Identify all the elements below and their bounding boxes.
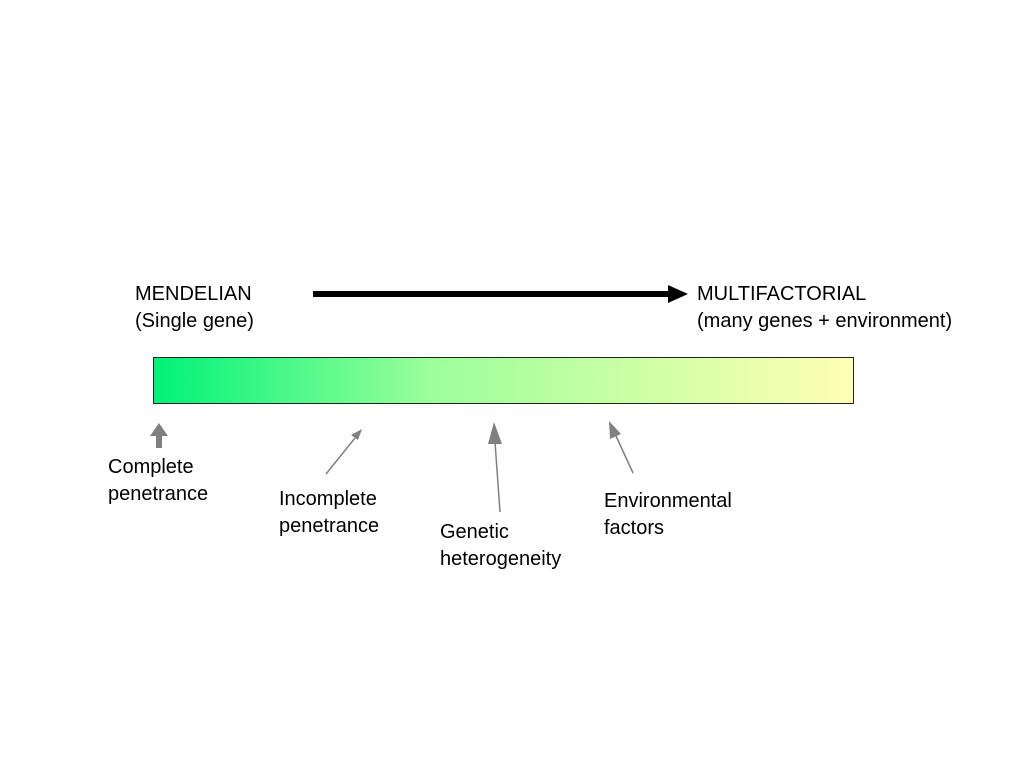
complete-penetrance-arrow [150,423,168,448]
mendelian-label: MENDELIAN (Single gene) [135,281,254,335]
multifactorial-title: MULTIFACTORIAL [697,283,867,305]
factor-environmental-factors: Environmental factors [604,488,732,542]
factor-incomplete-penetrance-line1: Incomplete [279,488,377,510]
mendelian-title: MENDELIAN [135,283,252,305]
genetic-heterogeneity-arrow-head [488,422,502,444]
factor-genetic-heterogeneity: Genetic heterogeneity [440,519,561,573]
main-arrow-head [668,285,688,303]
environmental-factors-arrow-shaft [615,435,634,474]
environmental-factors-arrow-head [609,421,621,439]
factor-complete-penetrance-line1: Complete [108,456,194,478]
incomplete-penetrance-arrow [325,429,362,475]
complete-penetrance-arrow-head [150,423,168,436]
environmental-factors-arrow [609,421,634,474]
genetic-heterogeneity-arrow-shaft [494,441,501,513]
factor-genetic-heterogeneity-line1: Genetic [440,521,509,543]
genetic-heterogeneity-arrow [488,422,502,513]
factor-complete-penetrance-line2: penetrance [108,483,209,505]
factor-environmental-factors-line1: Environmental [604,490,732,512]
multifactorial-subtitle: (many genes + environment) [697,310,953,332]
factor-genetic-heterogeneity-line2: heterogeneity [440,548,562,570]
factor-incomplete-penetrance-line2: penetrance [279,515,380,537]
factor-complete-penetrance: Complete penetrance [108,454,208,508]
mendelian-subtitle: (Single gene) [135,310,254,332]
multifactorial-label: MULTIFACTORIAL (many genes + environment… [697,281,952,335]
factor-incomplete-penetrance: Incomplete penetrance [279,486,379,540]
main-direction-arrow [313,285,688,303]
complete-penetrance-arrow-shaft [156,435,162,448]
incomplete-penetrance-arrow-shaft [325,437,356,475]
mendelian-multifactorial-spectrum-bar [153,357,854,404]
incomplete-penetrance-arrow-head [351,429,362,440]
factor-environmental-factors-line2: factors [604,517,665,539]
